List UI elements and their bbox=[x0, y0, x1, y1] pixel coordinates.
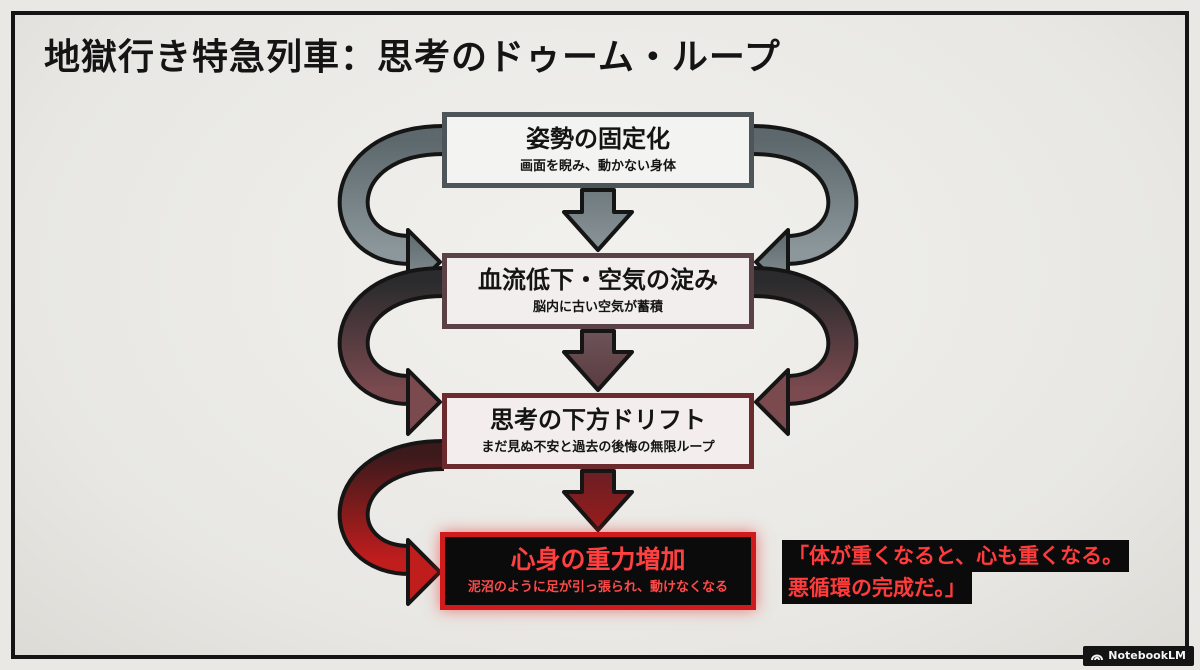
step-box-bloodflow: 血流低下・空気の淀み 脳内に古い空気が蓄積 bbox=[442, 253, 754, 329]
step-subtext: 画面を睨み、動かない身体 bbox=[519, 159, 676, 174]
loop-arrow-left-2 bbox=[337, 266, 445, 436]
step-subtext: 脳内に古い空気が蓄積 bbox=[532, 300, 663, 315]
step-subtext: まだ見ぬ不安と過去の後悔の無限ループ bbox=[481, 440, 715, 455]
slide-title: 地獄行き特急列車：思考のドゥーム・ループ bbox=[44, 37, 781, 78]
quote-line-1: 「体が重くなると、心も重くなる。 bbox=[782, 540, 1130, 572]
step-heading: 心身の重力増加 bbox=[510, 545, 686, 574]
step-box-thought-drift: 思考の下方ドリフト まだ見ぬ不安と過去の後悔の無限ループ bbox=[442, 393, 754, 469]
quote-line-2: 悪循環の完成だ。」 bbox=[782, 572, 972, 604]
loop-arrow-left-3 bbox=[337, 439, 445, 606]
notebooklm-logo-icon bbox=[1091, 654, 1104, 661]
step-subtext: 泥沼のように足が引っ張られ、動けなくなる bbox=[467, 580, 729, 595]
down-arrow-2 bbox=[562, 329, 634, 392]
loop-arrow-right-2 bbox=[751, 266, 859, 436]
step-box-gravity: 心身の重力増加 泥沼のように足が引っ張られ、動けなくなる bbox=[440, 532, 756, 610]
badge-label: NotebookLM bbox=[1108, 649, 1186, 662]
step-box-posture: 姿勢の固定化 画面を睨み、動かない身体 bbox=[442, 112, 754, 188]
step-heading: 血流低下・空気の淀み bbox=[478, 266, 718, 294]
down-arrow-3 bbox=[562, 469, 634, 532]
step-heading: 姿勢の固定化 bbox=[526, 125, 670, 153]
quote-callout: 「体が重くなると、心も重くなる。 悪循環の完成だ。」 bbox=[782, 540, 1182, 604]
down-arrow-1 bbox=[562, 188, 634, 252]
notebooklm-badge: NotebookLM bbox=[1083, 646, 1194, 666]
step-heading: 思考の下方ドリフト bbox=[490, 406, 706, 434]
